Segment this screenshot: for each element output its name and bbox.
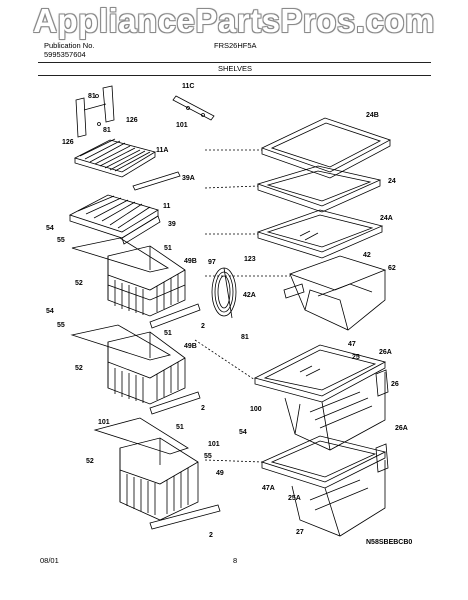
crisper-drawer-62: [288, 255, 387, 331]
pan-cover-47a: [260, 435, 387, 489]
part-label-39a: 39A: [182, 175, 195, 182]
part-label-101-top: 101: [176, 122, 188, 129]
part-label-47a: 47A: [262, 485, 275, 492]
part-label-26a-top: 26A: [379, 349, 392, 356]
pan-25: [284, 372, 386, 451]
part-label-55-a: 55: [57, 237, 65, 244]
wire-shelf-11a: [73, 138, 157, 178]
page-number: 8: [233, 556, 238, 565]
part-label-52-c: 52: [86, 458, 94, 465]
part-label-54-a: 54: [46, 225, 54, 232]
part-label-51-c: 51: [176, 424, 184, 431]
part-label-11: 11: [163, 203, 171, 210]
front-trim-2-middle: [149, 391, 201, 415]
part-label-26: 26: [391, 381, 399, 388]
basket-49b-lower: [70, 324, 186, 405]
part-label-81-right: 81: [241, 334, 249, 341]
glass-shelf-24b: [260, 117, 392, 179]
part-label-54-c: 54: [239, 429, 247, 436]
part-label-55-b: 55: [57, 322, 65, 329]
part-label-42: 42: [363, 252, 371, 259]
drawing-code: N58SBEBCB0: [366, 539, 413, 546]
coil-97: [211, 267, 237, 319]
part-label-123: 123: [244, 256, 256, 263]
leader-lines: [194, 149, 290, 463]
header-rule-bottom: [38, 75, 431, 76]
part-label-54-b: 54: [46, 308, 54, 315]
part-label-126-left: 126: [62, 139, 74, 146]
part-label-25: 25: [352, 354, 360, 361]
part-label-97: 97: [208, 259, 216, 266]
bracket-26a: [375, 443, 389, 473]
watermark: AppliancePartsPros.com: [33, 2, 435, 39]
part-label-101-b: 101: [208, 441, 220, 448]
part-label-81: 81: [88, 93, 96, 100]
shelf-bracket: [75, 85, 115, 138]
front-trim-2-upper: [149, 303, 201, 329]
rail-11c: [172, 95, 215, 121]
basket-49: [93, 417, 199, 521]
part-label-81-lower: 81: [103, 127, 111, 134]
part-label-24: 24: [388, 178, 396, 185]
footer-date: 08/01: [40, 556, 59, 565]
part-label-26a-bottom: 26A: [395, 425, 408, 432]
basket-49b-upper: [71, 237, 186, 317]
part-label-39: 39: [168, 221, 176, 228]
model-number: FRS26HF5A: [214, 41, 257, 50]
bracket-26: [375, 369, 389, 397]
part-label-24a: 24A: [380, 215, 393, 222]
publication-label: Publication No.: [44, 41, 95, 50]
publication-number: 5995357604: [44, 50, 86, 59]
glass-shelf-24a: [256, 209, 384, 259]
part-label-2-c: 2: [209, 532, 213, 539]
glass-shelf-24: [256, 165, 382, 213]
section-title: SHELVES: [218, 64, 253, 73]
front-trim-2-lower: [149, 504, 221, 530]
part-label-101-a: 101: [98, 419, 110, 426]
pan-27: [291, 460, 386, 537]
header-rule-top: [38, 62, 431, 63]
part-label-55-c: 55: [204, 453, 212, 460]
part-label-42a: 42A: [243, 292, 256, 299]
part-label-2-a: 2: [201, 323, 205, 330]
part-label-100: 100: [250, 406, 262, 413]
part-label-24b: 24B: [366, 112, 379, 119]
part-label-27: 27: [296, 529, 304, 536]
trim-39a: [132, 171, 181, 191]
part-label-51-a: 51: [164, 245, 172, 252]
wire-shelf-11: [68, 194, 161, 245]
part-label-49b-a: 49B: [184, 258, 197, 265]
part-label-11c: 11C: [182, 83, 194, 90]
part-label-25a: 25A: [288, 495, 301, 502]
hanger-42a: [283, 283, 305, 299]
part-label-49b-b: 49B: [184, 343, 197, 350]
part-label-52-b: 52: [75, 365, 83, 372]
part-label-47: 47: [348, 341, 356, 348]
part-label-126: 126: [126, 117, 138, 124]
part-label-2-b: 2: [201, 405, 205, 412]
part-label-11a: 11A: [156, 147, 168, 154]
pan-cover-47: [253, 344, 387, 403]
part-label-52-a: 52: [75, 280, 83, 287]
part-label-62: 62: [388, 265, 396, 272]
part-label-51-b: 51: [164, 330, 172, 337]
part-label-49: 49: [216, 470, 224, 477]
